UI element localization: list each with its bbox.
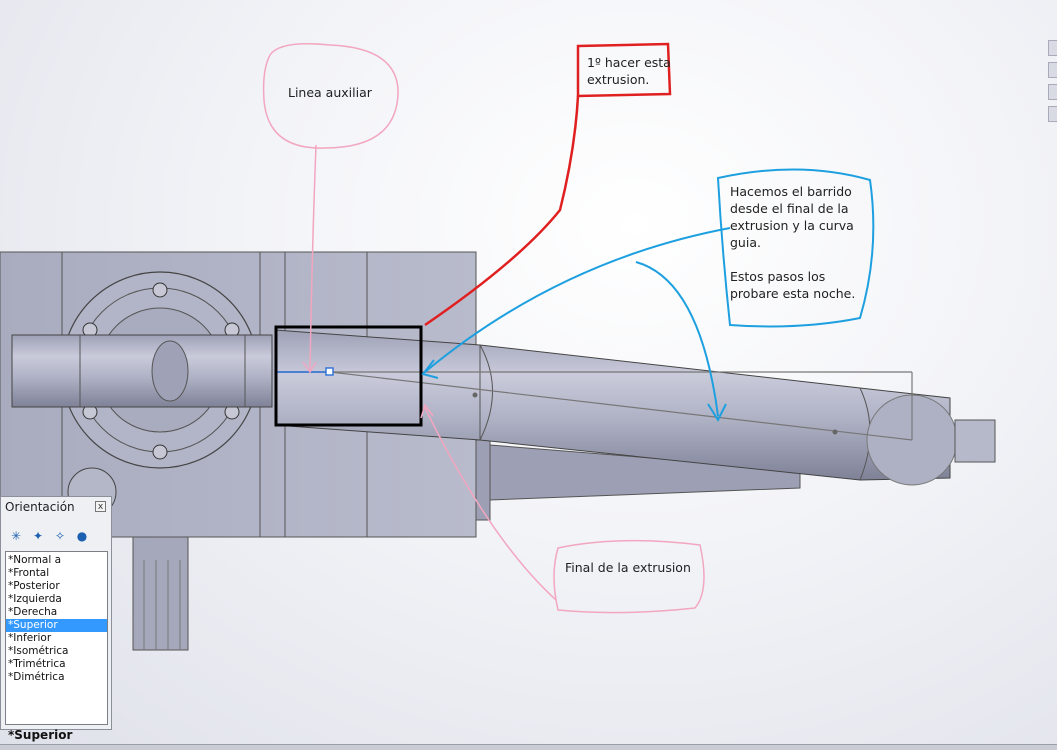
first-extrusion-callout <box>424 42 672 327</box>
sweep-note-label: Hacemos el barrido desde el final de la … <box>730 184 856 301</box>
extrusion-selection-box <box>274 325 423 427</box>
orientation-toolbar: ✳ ✦ ✧ ● <box>7 525 95 545</box>
orientation-item-normal[interactable]: *Normal a <box>8 554 62 566</box>
orientation-item-isometrica[interactable]: *Isométrica <box>8 645 69 657</box>
orientation-list[interactable]: *Normal a *Frontal *Posterior *Izquierda… <box>5 551 108 725</box>
left-pipe <box>11 334 273 408</box>
orientation-item-trimetrica[interactable]: *Trimétrica <box>8 658 66 670</box>
right-toolbar-strip <box>1048 0 1057 160</box>
new-view-icon[interactable]: ✳ <box>10 529 22 543</box>
update-view-icon[interactable]: ✦ <box>32 529 44 543</box>
orientation-item-dimetrica[interactable]: *Dimétrica <box>8 671 65 683</box>
orientation-item-posterior[interactable]: *Posterior <box>8 580 60 592</box>
orientation-item-frontal[interactable]: *Frontal <box>8 567 50 579</box>
first-extrusion-label: 1º hacer esta extrusion. <box>587 55 671 87</box>
orientation-item-izquierda[interactable]: *Izquierda <box>8 593 62 605</box>
aux-line-callout <box>262 43 399 374</box>
orientation-panel[interactable]: Orientación x ✳ ✦ ✧ ● *Normal a *Frontal *P… <box>0 496 112 730</box>
pin-icon[interactable]: ● <box>76 529 88 543</box>
orientation-item-inferior[interactable]: *Inferior <box>8 632 52 644</box>
sweep-note-callout <box>421 168 875 423</box>
orientation-title: Orientación <box>5 500 75 514</box>
extrusion-end-callout <box>420 403 705 614</box>
current-view-label: *Superior <box>8 728 73 742</box>
status-bar <box>0 744 1057 750</box>
orientation-item-derecha[interactable]: *Derecha <box>8 606 58 618</box>
extrusion-end-label: Final de la extrusion <box>565 560 691 575</box>
close-icon[interactable]: x <box>95 501 106 512</box>
orientation-item-superior[interactable]: *Superior <box>6 619 107 632</box>
angled-pipe <box>274 329 996 486</box>
aux-line-label: Linea auxiliar <box>288 85 372 100</box>
reset-views-icon[interactable]: ✧ <box>54 529 66 543</box>
bottom-shaft <box>132 536 189 651</box>
